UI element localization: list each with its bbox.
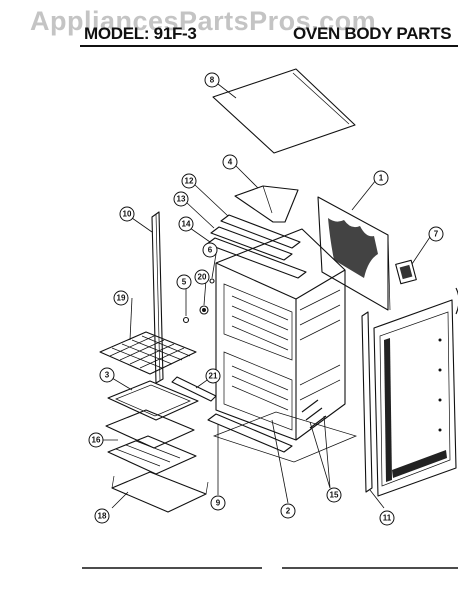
part-bracket bbox=[234, 185, 299, 223]
callout-1: 1 bbox=[373, 170, 389, 186]
part-bar bbox=[171, 376, 217, 402]
callout-19: 19 bbox=[113, 290, 129, 306]
model-title: MODEL: 91F-3 bbox=[84, 24, 197, 43]
svg-text:3: 3 bbox=[105, 371, 110, 380]
part-oven-rack bbox=[99, 331, 197, 375]
callout-3: 3 bbox=[99, 367, 115, 383]
part-top-panel bbox=[212, 68, 356, 154]
callout-8: 8 bbox=[204, 72, 220, 88]
svg-text:7: 7 bbox=[434, 230, 439, 239]
part-rear-panel bbox=[317, 196, 391, 311]
callout-21: 21 bbox=[205, 368, 221, 384]
part-broiler-pan bbox=[107, 380, 199, 421]
part-small-bracket bbox=[395, 259, 417, 285]
svg-text:1: 1 bbox=[379, 174, 384, 183]
callout-16: 16 bbox=[88, 432, 104, 448]
leader-lines bbox=[100, 83, 433, 509]
part-front-frame bbox=[361, 287, 458, 497]
callout-5: 5 bbox=[176, 274, 192, 290]
svg-text:21: 21 bbox=[209, 372, 218, 381]
callout-12: 12 bbox=[181, 173, 197, 189]
svg-text:12: 12 bbox=[185, 177, 194, 186]
callout-6: 6 bbox=[202, 242, 218, 258]
svg-text:5: 5 bbox=[182, 278, 187, 287]
part-screws bbox=[301, 399, 327, 429]
part-bottom-trim bbox=[207, 411, 358, 463]
svg-text:20: 20 bbox=[198, 273, 207, 282]
part-drip-tray bbox=[111, 471, 209, 513]
callout-18: 18 bbox=[94, 508, 110, 524]
callout-20: 20 bbox=[194, 269, 210, 285]
callout-13: 13 bbox=[173, 191, 189, 207]
svg-text:15: 15 bbox=[330, 491, 339, 500]
callout-7: 7 bbox=[428, 226, 444, 242]
callout-2: 2 bbox=[280, 503, 296, 519]
callout-9: 9 bbox=[210, 495, 226, 511]
part-broiler-grid bbox=[105, 409, 197, 475]
part-fasteners bbox=[182, 278, 215, 324]
svg-text:4: 4 bbox=[228, 158, 233, 167]
callout-11: 11 bbox=[379, 510, 395, 526]
svg-text:6: 6 bbox=[208, 246, 213, 255]
svg-text:2: 2 bbox=[286, 507, 291, 516]
svg-text:14: 14 bbox=[182, 220, 191, 229]
svg-text:13: 13 bbox=[177, 195, 186, 204]
svg-text:19: 19 bbox=[117, 294, 126, 303]
svg-text:11: 11 bbox=[383, 514, 392, 523]
svg-text:18: 18 bbox=[98, 512, 107, 521]
section-title: OVEN BODY PARTS bbox=[293, 24, 452, 43]
callout-10: 10 bbox=[119, 206, 135, 222]
callout-14: 14 bbox=[178, 216, 194, 232]
part-side-rail bbox=[151, 211, 164, 384]
svg-text:8: 8 bbox=[210, 76, 215, 85]
callout-15: 15 bbox=[326, 487, 342, 503]
svg-text:9: 9 bbox=[216, 499, 221, 508]
svg-text:10: 10 bbox=[123, 210, 132, 219]
part-oven-body bbox=[215, 228, 346, 441]
callout-4: 4 bbox=[222, 154, 238, 170]
svg-text:16: 16 bbox=[92, 436, 101, 445]
part-trim-strips bbox=[206, 214, 307, 279]
watermark: AppliancesPartsPros.com bbox=[30, 6, 377, 36]
